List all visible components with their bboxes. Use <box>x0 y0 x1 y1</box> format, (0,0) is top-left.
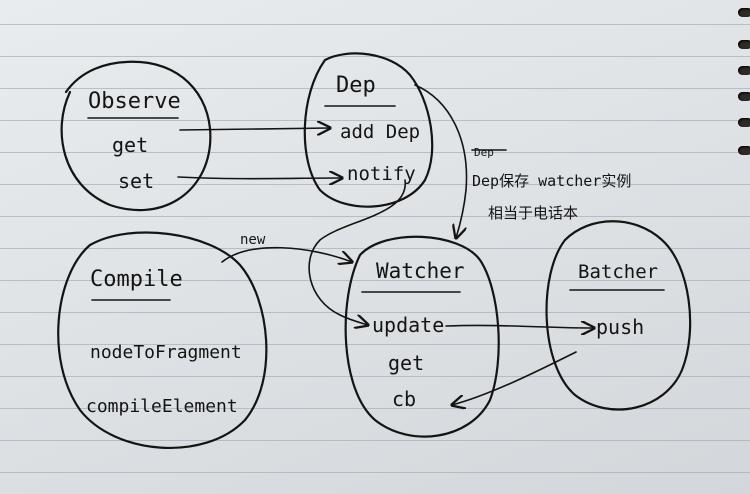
ruled-line <box>0 376 750 377</box>
dep-notify: notify <box>347 163 416 185</box>
compile-node-to-fragment: nodeToFragment <box>90 342 242 363</box>
arrow-set-to-notify <box>177 177 342 179</box>
ruled-line <box>0 280 750 281</box>
dep-circle <box>303 52 434 208</box>
binding-hole <box>738 92 750 101</box>
ruled-line <box>0 344 750 345</box>
note-struck: Dep <box>474 146 494 159</box>
observe-title: Observe <box>88 89 181 114</box>
arrow-update-to-push <box>445 325 594 328</box>
ruled-line <box>0 24 750 25</box>
compile-node: Compile nodeToFragment compileElement <box>57 231 268 450</box>
ruled-line <box>0 472 750 473</box>
binding-hole <box>738 8 750 17</box>
ruled-line <box>0 408 750 409</box>
watcher-title: Watcher <box>376 259 465 283</box>
binding-hole <box>738 146 750 155</box>
watcher-cb: cb <box>392 387 416 411</box>
batcher-title: Batcher <box>578 261 658 283</box>
binding-hole <box>738 66 750 75</box>
edge-label-new: new <box>240 232 266 248</box>
observe-get: get <box>112 133 148 157</box>
observe-node: Observe get set <box>60 60 212 212</box>
ruled-line <box>0 312 750 313</box>
watcher-circle <box>344 235 500 438</box>
watcher-get: get <box>388 351 424 375</box>
observe-set: set <box>118 169 154 193</box>
note-line1: Dep保存 watcher实例 <box>472 172 631 190</box>
ruled-line <box>0 120 750 121</box>
dep-node: Dep add Dep notify <box>303 52 434 208</box>
ruled-line <box>0 216 750 217</box>
arrow-push-to-cb <box>452 351 577 405</box>
watcher-node: Watcher update get cb <box>344 235 500 438</box>
binding-hole <box>738 118 750 127</box>
binding-hole <box>738 40 750 49</box>
watcher-update: update <box>372 313 444 337</box>
dep-add: add Dep <box>340 121 420 143</box>
dep-title: Dep <box>336 73 376 98</box>
compile-element: compileElement <box>86 396 238 417</box>
batcher-node: Batcher push <box>545 220 692 411</box>
observe-circle <box>60 60 212 212</box>
ruled-line <box>0 184 750 185</box>
arrow-dep-to-watcher <box>414 84 468 238</box>
arrow-get-to-add-dep <box>179 128 330 130</box>
ruled-line <box>0 440 750 441</box>
ruled-line <box>0 152 750 153</box>
batcher-circle <box>545 220 692 411</box>
ruled-line <box>0 248 750 249</box>
batcher-push: push <box>596 315 644 339</box>
note-line2: 相当于电话本 <box>488 204 578 222</box>
compile-title: Compile <box>90 267 183 292</box>
arrow-notify-to-update <box>308 179 406 325</box>
compile-circle <box>57 231 268 450</box>
ruled-line <box>0 88 750 89</box>
dep-note: Dep Dep保存 watcher实例 相当于电话本 <box>471 146 631 222</box>
arrow-compile-new-watcher <box>221 246 352 262</box>
